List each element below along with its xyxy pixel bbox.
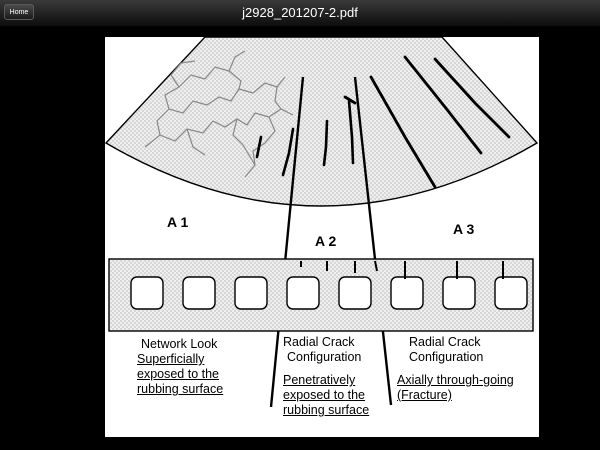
caption-radial-line3: rubbing surface (283, 403, 370, 417)
caption-radial: Radial Crack Configuration Penetratively… (283, 335, 393, 418)
pdf-page: A 1 A 2 A 3 Network Look Superficially e… (105, 37, 539, 437)
caption-axial-line1: Axially through-going (397, 373, 514, 387)
zone-label-a2: A 2 (315, 233, 337, 249)
caption-radial-heading1: Radial Crack (283, 335, 355, 349)
top-toolbar: Home j2928_201207-2.pdf (0, 0, 600, 27)
radial-cracks (255, 99, 355, 177)
zone-label-a3: A 3 (453, 221, 475, 237)
pad-cells (130, 276, 528, 310)
caption-radial-line2: exposed to the (283, 388, 366, 402)
caption-radial-line1: Penetratively (283, 373, 356, 387)
caption-network-heading: Network Look (141, 337, 218, 351)
pdf-viewer[interactable]: A 1 A 2 A 3 Network Look Superficially e… (0, 27, 600, 450)
caption-network-line3: rubbing surface (137, 382, 224, 396)
caption-network-line1: Superficially (137, 352, 205, 366)
zone-dividers (269, 76, 393, 408)
caption-radial-heading2: Configuration (287, 350, 362, 364)
caption-network: Network Look Superficially exposed to th… (137, 337, 277, 397)
home-button[interactable]: Home (4, 4, 34, 20)
caption-axial-heading1: Radial Crack (409, 335, 481, 349)
caption-axial-heading2: Configuration (409, 350, 484, 364)
document-title: j2928_201207-2.pdf (242, 5, 358, 20)
network-cracks (144, 50, 294, 178)
caption-axial-line2: (Fracture) (397, 388, 452, 402)
caption-axial: Radial Crack Configuration Axially throu… (397, 335, 537, 403)
caption-network-line2: exposed to the (137, 367, 220, 381)
zone-label-a1: A 1 (167, 214, 189, 230)
disc-sector (105, 37, 539, 207)
through-cracks (343, 55, 511, 189)
crack-diagram (105, 37, 539, 408)
strip-cracks (300, 260, 504, 279)
